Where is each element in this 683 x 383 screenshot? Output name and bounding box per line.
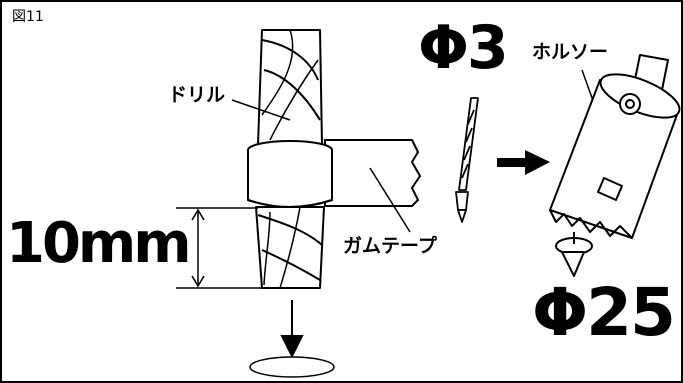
hole-target bbox=[249, 356, 335, 378]
depth-dimension bbox=[176, 207, 262, 289]
drill-tip bbox=[255, 206, 325, 289]
large-diameter-label: Φ25 bbox=[532, 274, 676, 351]
small-diameter-label: Φ3 bbox=[418, 13, 509, 83]
right-arrow bbox=[497, 150, 550, 175]
down-arrow bbox=[280, 300, 304, 359]
depth-label: 10mm bbox=[6, 211, 192, 276]
drill-label: ドリル bbox=[168, 84, 226, 106]
small-drill-bit bbox=[455, 97, 479, 223]
hole-saw-label: ホルソー bbox=[532, 41, 609, 63]
hole-saw bbox=[549, 54, 681, 277]
figure-number: 図11 bbox=[12, 9, 44, 25]
tape-label: ガムテープ bbox=[343, 235, 437, 257]
drill-bit bbox=[257, 29, 323, 146]
tape-collar bbox=[247, 140, 333, 208]
